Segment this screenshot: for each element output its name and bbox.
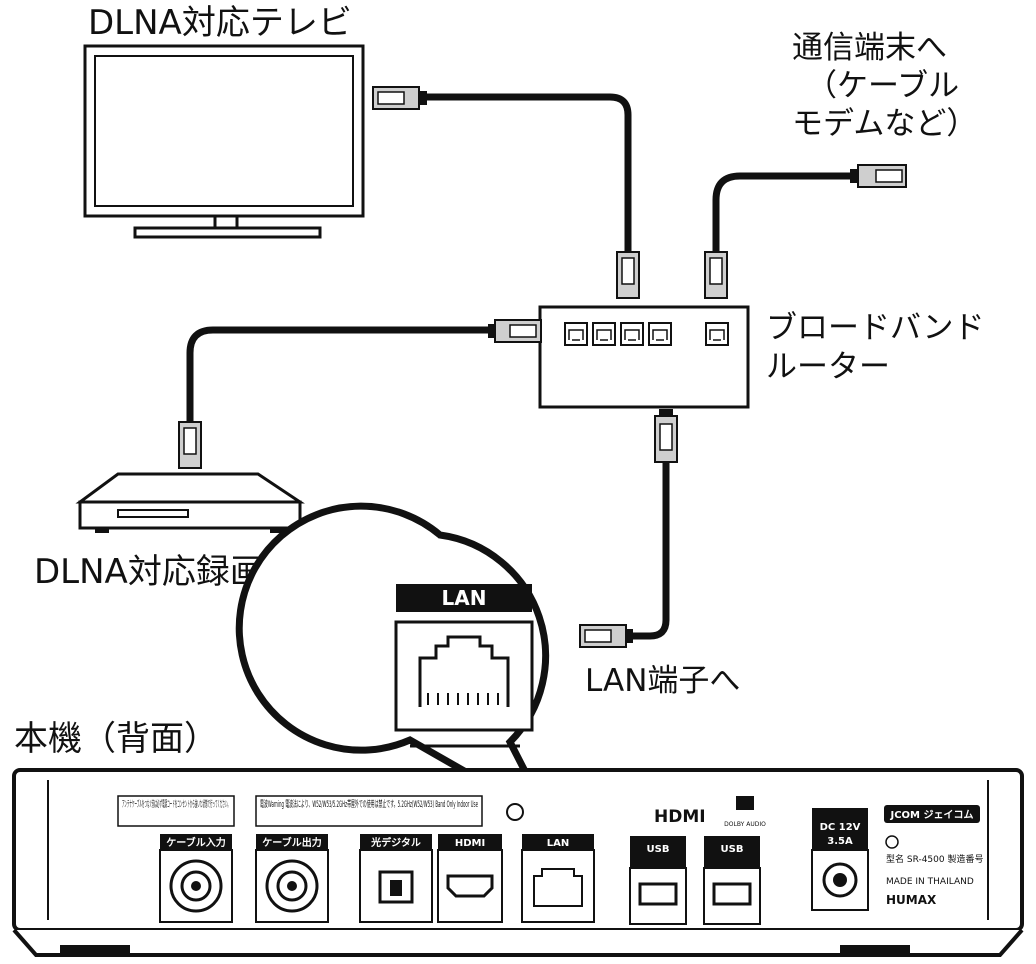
made-in-label: MADE IN THAILAND: [886, 877, 974, 887]
tv-label: DLNA対応テレビ: [88, 3, 352, 43]
router-lan-cable: [621, 458, 670, 640]
port-label-cable-in: ケーブル入力: [166, 836, 225, 849]
dc-voltage-label: DC 12V: [820, 822, 861, 833]
router-label-line2: ルーター: [766, 349, 890, 385]
dc-amps-label: 3.5A: [827, 836, 853, 847]
recorder-router-cable: [186, 326, 501, 429]
dolby-logo: DOLBY AUDIO: [724, 821, 766, 828]
tv-router-cable: [421, 93, 632, 262]
dlna-tv: [83, 44, 365, 239]
recorder-plug: [178, 421, 202, 469]
router-recorder-plug: [488, 319, 542, 343]
port-label-usb-2: USB: [721, 844, 744, 855]
modem-plug: [850, 164, 907, 188]
modem-router-cable: [712, 172, 864, 262]
brand-badge: JCOM ジェイコム: [890, 809, 974, 821]
port-label-usb-1: USB: [647, 844, 670, 855]
main-unit-rear-panel: アンテナケーブルをつなぐ前は必ず電源コードをコンセントから抜いた状態で行ってくだ…: [12, 768, 1024, 957]
port-label-lan: LAN: [547, 838, 569, 849]
lan-end-plug: [579, 624, 633, 648]
dlna-recorder: [75, 472, 305, 533]
router-lan-plug: [654, 409, 678, 463]
comm-terminal-line1: 通信端末へ: [792, 30, 947, 66]
model-info: 型名 SR-4500 製造番号: [886, 853, 983, 865]
zoom-lan-label: LAN: [442, 586, 487, 610]
comm-terminal-line2: （ケーブル: [806, 68, 959, 104]
hdmi-logo: HDMI: [654, 807, 706, 827]
humax-logo: HUMAX: [886, 893, 937, 907]
comm-terminal-line3: モデムなど）: [792, 106, 977, 142]
rear-note-left: アンテナケーブルをつなぐ前は必ず電源コードをコンセントから抜いた状態で行ってくだ…: [122, 798, 230, 810]
main-unit-label: 本機（背面）: [14, 719, 218, 759]
router-tv-plug: [616, 251, 640, 299]
port-label-hdmi: HDMI: [455, 838, 485, 849]
port-label-cable-out: ケーブル出力: [262, 836, 321, 849]
port-label-optical: 光デジタル: [370, 836, 421, 849]
router-modem-plug: [704, 251, 728, 299]
broadband-router: [538, 305, 750, 409]
rear-note-warning: 電波Warning 電波法により、W52/W53/5.2GHz帯屋外での使用は禁…: [260, 798, 478, 810]
lan-port-label: LAN端子へ: [585, 663, 740, 699]
router-label-line1: ブロードバンド: [766, 310, 985, 346]
tv-plug: [372, 86, 427, 110]
lan-zoom-callout: LAN: [235, 502, 559, 829]
